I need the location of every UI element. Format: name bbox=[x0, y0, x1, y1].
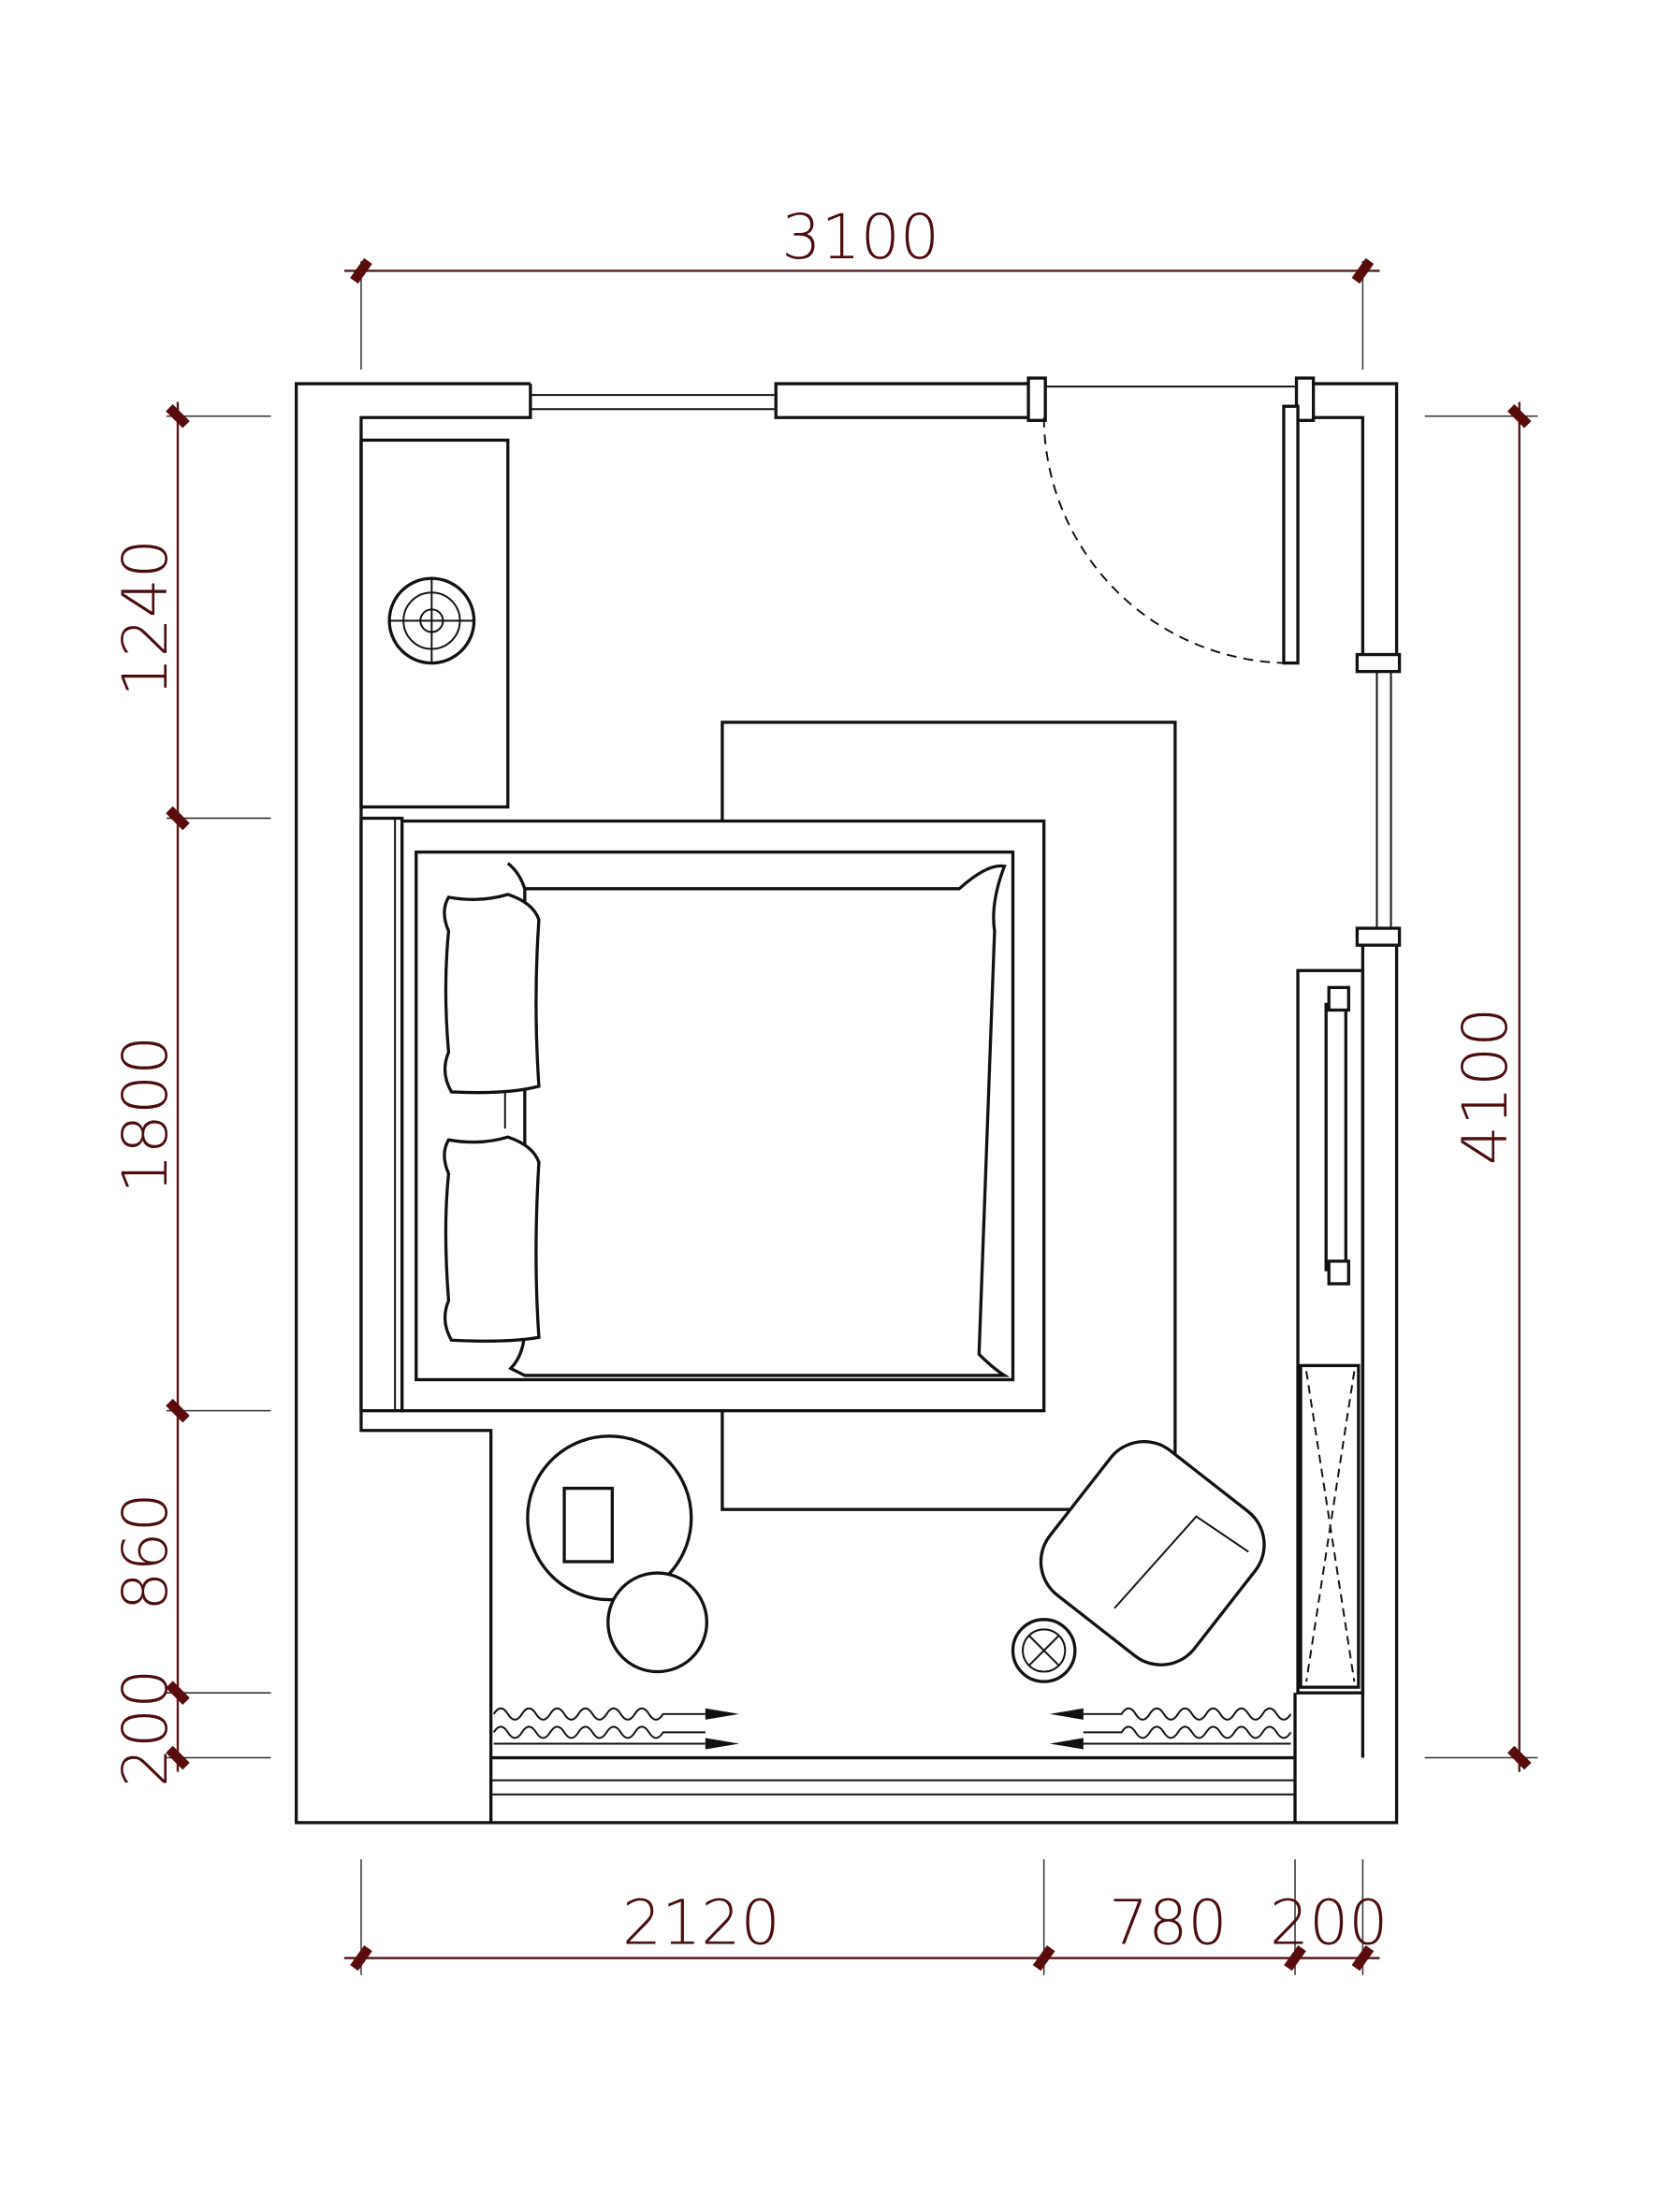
dimension-label: 200 bbox=[1270, 1886, 1389, 1959]
armchair bbox=[1039, 1439, 1266, 1666]
desk bbox=[359, 438, 510, 809]
round-table bbox=[526, 1434, 708, 1674]
window-right bbox=[1355, 652, 1402, 947]
dimension-label: 4100 bbox=[1448, 1007, 1521, 1165]
window-bottom bbox=[490, 1779, 1296, 1796]
bed bbox=[359, 816, 1046, 1413]
window-top bbox=[530, 394, 777, 411]
dimension-label: 780 bbox=[1109, 1886, 1228, 1959]
radiator-left bbox=[492, 1707, 740, 1750]
door bbox=[1026, 376, 1316, 665]
pillow bbox=[443, 1135, 541, 1343]
side-table bbox=[1011, 1618, 1077, 1683]
pillow bbox=[443, 893, 541, 1095]
dimension-label: 1240 bbox=[109, 539, 182, 697]
dimension-bottom: 2120 780 200 bbox=[343, 1859, 1389, 1975]
dimension-label: 1800 bbox=[109, 1036, 182, 1194]
dimension-label: 860 bbox=[109, 1492, 182, 1611]
dimension-label: 3100 bbox=[781, 200, 939, 273]
dimension-top: 3100 bbox=[343, 200, 1380, 371]
dimension-right: 4100 bbox=[1424, 401, 1538, 1772]
dimension-left: 1240 1800 860 200 bbox=[109, 401, 271, 1788]
dimension-label: 200 bbox=[109, 1669, 182, 1788]
dimension-label: 2120 bbox=[622, 1886, 780, 1959]
radiator-right bbox=[1049, 1707, 1292, 1750]
tv-cabinet bbox=[1296, 968, 1365, 1695]
